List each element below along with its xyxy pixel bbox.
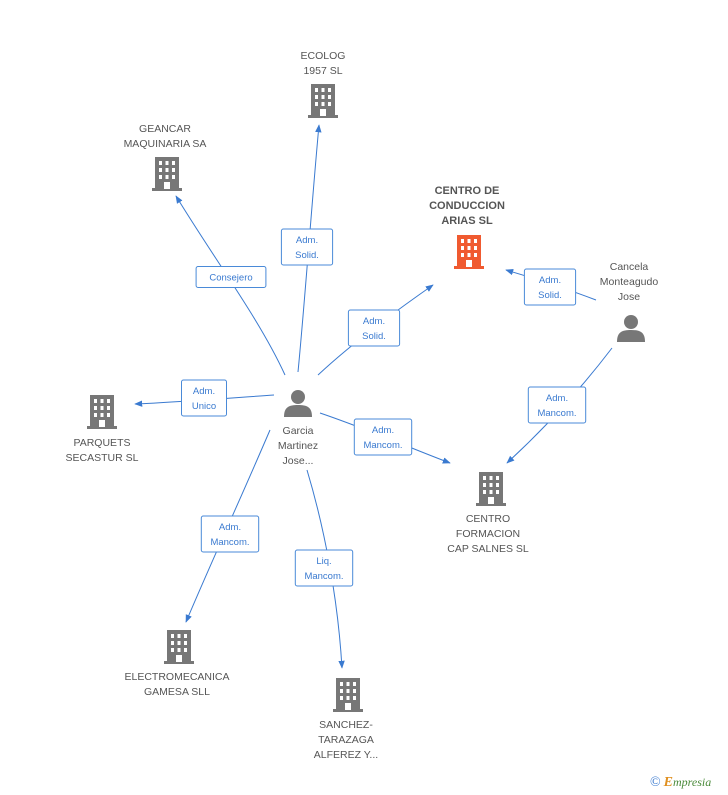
- node-label[interactable]: MAQUINARIA SA: [124, 138, 207, 150]
- building-icon[interactable]: [454, 235, 484, 269]
- edge-garcia-to-ecolog: Adm. Solid.: [280, 124, 334, 373]
- role-badge[interactable]: [200, 515, 260, 553]
- footer-brand[interactable]: © Empresia: [650, 775, 711, 791]
- edges-layer: Adm.Solid.ConsejeroAdm.Solid.Adm.Solid.A…: [134, 124, 613, 669]
- node-parquets[interactable]: PARQUETS SECASTUR SL: [66, 395, 139, 464]
- role-badge[interactable]: [280, 228, 334, 266]
- node-label[interactable]: CENTRO: [466, 513, 510, 525]
- building-icon[interactable]: [333, 678, 363, 712]
- role-badge[interactable]: [294, 549, 354, 587]
- person-icon[interactable]: [284, 390, 312, 417]
- building-icon[interactable]: [476, 472, 506, 506]
- edge-garcia-to-electromecanica: Adm. Mancom.: [185, 429, 271, 623]
- copyright-icon: ©: [650, 775, 661, 790]
- role-label: Mancom.: [210, 537, 249, 548]
- node-label[interactable]: CAP SALNES SL: [447, 543, 529, 555]
- role-badge[interactable]: [347, 309, 401, 347]
- node-garcia[interactable]: GarciaMartinezJose...: [278, 390, 318, 467]
- node-label[interactable]: Jose: [618, 291, 640, 303]
- role-label: Adm.: [372, 425, 394, 436]
- node-label[interactable]: ELECTROMECANICA: [124, 671, 229, 683]
- role-label: Adm.: [193, 386, 215, 397]
- node-centro-formacion[interactable]: CENTRO FORMACION CAP SALNES SL: [447, 472, 529, 555]
- edge-garcia-to-parquets: Adm. Unico: [134, 379, 275, 417]
- node-centro-conduccion[interactable]: CENTRO DE CONDUCCION ARIAS SL: [429, 185, 505, 269]
- role-label: Consejero: [209, 273, 252, 284]
- person-icon[interactable]: [617, 315, 645, 342]
- node-label[interactable]: ECOLOG: [301, 50, 346, 62]
- node-geancar[interactable]: GEANCAR MAQUINARIA SA: [124, 123, 207, 191]
- role-label: Adm.: [546, 393, 568, 404]
- role-label: Unico: [192, 401, 216, 412]
- node-label[interactable]: TARAZAGA: [318, 734, 374, 746]
- node-label[interactable]: 1957 SL: [303, 65, 342, 77]
- node-label[interactable]: Jose...: [283, 455, 314, 467]
- edge-garcia-to-geancar: Consejero: [175, 195, 286, 376]
- role-label: Mancom.: [537, 408, 576, 419]
- node-label[interactable]: PARQUETS: [74, 437, 131, 449]
- nodes-layer: ECOLOG 1957 SL GEANCAR MAQUINARIA SA CENTRO …: [66, 50, 659, 761]
- node-label[interactable]: GEANCAR: [139, 123, 191, 135]
- node-ecolog[interactable]: ECOLOG 1957 SL: [301, 50, 346, 118]
- role-label: Liq.: [316, 556, 331, 567]
- node-label[interactable]: ALFEREZ Y...: [314, 749, 378, 761]
- role-label: Adm.: [219, 522, 241, 533]
- building-icon[interactable]: [87, 395, 117, 429]
- node-label[interactable]: CONDUCCION: [429, 200, 505, 212]
- node-label[interactable]: Garcia: [283, 425, 314, 437]
- role-label: Solid.: [538, 290, 562, 301]
- node-label[interactable]: ARIAS SL: [441, 215, 493, 227]
- node-electromecanica[interactable]: ELECTROMECANICA GAMESA SLL: [124, 630, 230, 698]
- node-label[interactable]: Monteagudo: [600, 276, 659, 288]
- role-badge[interactable]: [195, 266, 267, 288]
- node-label[interactable]: CENTRO DE: [435, 185, 500, 197]
- node-label[interactable]: SANCHEZ-: [319, 719, 373, 731]
- role-badge[interactable]: [523, 268, 577, 306]
- role-label: Adm.: [363, 316, 385, 327]
- role-label: Mancom.: [363, 440, 402, 451]
- role-label: Adm.: [539, 275, 561, 286]
- node-sanchez[interactable]: SANCHEZ- TARAZAGA ALFEREZ Y...: [314, 678, 378, 761]
- edge-garcia-to-centro-conduccion: Adm. Solid.: [317, 284, 434, 376]
- node-label[interactable]: Cancela: [610, 261, 649, 273]
- role-label: Adm.: [296, 235, 318, 246]
- role-badge[interactable]: [527, 386, 587, 424]
- building-icon[interactable]: [308, 84, 338, 118]
- role-label: Solid.: [295, 250, 319, 261]
- edge-cancela-to-centro-formacion: Adm. Mancom.: [506, 347, 613, 464]
- node-label[interactable]: SECASTUR SL: [66, 452, 139, 464]
- building-icon[interactable]: [164, 630, 194, 664]
- role-badge[interactable]: [181, 379, 227, 417]
- node-label[interactable]: Martinez: [278, 440, 318, 452]
- building-icon[interactable]: [152, 157, 182, 191]
- role-badge[interactable]: [353, 418, 413, 456]
- brand-logo: Empresia: [663, 775, 712, 790]
- role-label: Solid.: [362, 331, 386, 342]
- edge-garcia-to-sanchez: Liq. Mancom.: [294, 469, 354, 669]
- node-label[interactable]: FORMACION: [456, 528, 520, 540]
- node-label[interactable]: GAMESA SLL: [144, 686, 210, 698]
- edge-cancela-to-centro-conduccion: Adm. Solid.: [505, 268, 597, 306]
- edge-line: [175, 195, 286, 376]
- role-label: Mancom.: [304, 571, 343, 582]
- edge-garcia-to-centro-formacion: Adm. Mancom.: [319, 412, 451, 464]
